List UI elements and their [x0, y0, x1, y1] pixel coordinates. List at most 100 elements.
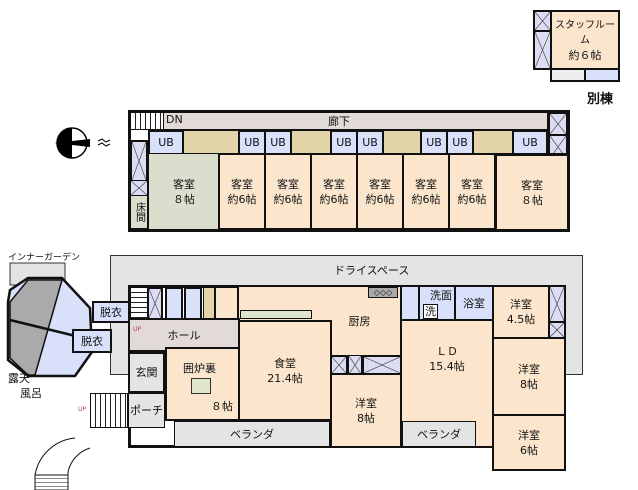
stairs[interactable]	[130, 287, 148, 320]
outdoor-bath-plan	[6, 262, 94, 490]
closet	[533, 30, 552, 70]
up-label: UP	[133, 326, 142, 333]
porch: ポーチ	[128, 393, 165, 428]
room-name: 浴室	[463, 296, 485, 310]
room-name: 洋室	[510, 298, 532, 311]
room-name: 客室	[277, 177, 299, 191]
room-name: 客室	[323, 177, 345, 191]
annex-label: 別棟	[587, 92, 614, 107]
closet	[362, 355, 402, 375]
room-size: 約６帖	[568, 48, 602, 62]
room-name: ポーチ	[130, 404, 163, 417]
unit-bath: UB	[512, 130, 548, 155]
room-name: 客室	[521, 178, 543, 192]
tokonoma-label: 床間	[133, 202, 145, 222]
room-name: 客室	[173, 177, 195, 191]
irori-room: 囲炉裏 ８帖	[165, 347, 240, 421]
room-size: 8帖	[520, 377, 538, 391]
toilet	[165, 287, 183, 320]
washer-icon: 洗	[423, 304, 438, 319]
unit-bath: UB	[330, 130, 358, 155]
room-size: 約6帖	[365, 192, 395, 206]
hearth	[191, 378, 211, 394]
ub-label: UB	[452, 136, 468, 149]
corridor: 廊下	[130, 112, 548, 130]
unit-bath: UB	[264, 130, 292, 155]
corridor-label: 廊下	[328, 114, 350, 128]
room-name: 洗面	[430, 289, 452, 302]
closet	[130, 140, 148, 182]
outdoor-bath-label-2: 風呂	[20, 387, 42, 400]
guest-room-6: 客室約6帖	[402, 153, 450, 230]
room-size: ８帖	[173, 192, 195, 206]
room-size: 4.5帖	[506, 313, 536, 326]
unit-bath: UB	[238, 130, 266, 155]
north-arrow-icon	[54, 127, 111, 159]
bathroom: 浴室	[454, 285, 494, 321]
room-name: 洋室	[518, 428, 540, 442]
room-name: ＬＤ	[436, 344, 458, 358]
stove-icon: ◇◇◇	[368, 287, 398, 298]
guest-room-3: 客室約6帖	[264, 153, 312, 230]
veranda-label: ベランダ	[417, 427, 461, 441]
unit-bath: UB	[356, 130, 384, 155]
staff-room: スタッフルーム 約６帖	[550, 10, 620, 70]
room-name: 厨房	[348, 314, 371, 328]
ub-label: UB	[244, 136, 260, 149]
room-name: 玄関	[135, 366, 158, 379]
room-size: ８帖	[521, 193, 543, 207]
closet	[330, 355, 348, 375]
tokonoma: 床間	[130, 195, 148, 229]
room-name: 囲炉裏	[183, 362, 216, 375]
dry-space-label: ドライスペース	[334, 264, 410, 277]
closet	[548, 321, 566, 339]
room-size: 約6帖	[411, 192, 441, 206]
entry-stairs[interactable]	[90, 393, 128, 428]
veranda-right: ベランダ	[402, 421, 476, 447]
room-size: 6帖	[520, 443, 538, 457]
storage	[203, 287, 215, 320]
ub-label: UB	[522, 136, 538, 149]
ub-label: UB	[158, 136, 174, 149]
ub-label: UB	[336, 136, 352, 149]
guest-room-7: 客室約6帖	[448, 153, 496, 230]
room-size: 約6帖	[319, 192, 349, 206]
room-name: 客室	[461, 177, 483, 191]
dressing-room-1: 脱衣	[92, 301, 130, 323]
room-name: 客室	[231, 177, 253, 191]
dressing-room-2: 脱衣	[72, 329, 112, 353]
room-size: 21.4帖	[267, 371, 303, 385]
veranda-label: ベランダ	[230, 427, 274, 441]
washroom: 洗面 洗	[418, 285, 456, 321]
western-room-b: 洋室 4.5帖	[492, 285, 550, 339]
closet	[548, 112, 568, 136]
room-name: 食堂	[274, 356, 296, 370]
room-name: 客室	[369, 177, 391, 191]
entry	[550, 68, 586, 82]
unit-bath: UB	[446, 130, 474, 155]
hall: ホール	[128, 318, 240, 352]
room-name: 客室	[415, 177, 437, 191]
toilet	[584, 68, 620, 82]
room-size: 約6帖	[273, 192, 303, 206]
room-name: 脱衣	[81, 334, 103, 348]
toilet	[400, 285, 420, 321]
passage	[215, 287, 239, 320]
room-name: 脱衣	[100, 305, 122, 319]
unit-bath: UB	[148, 130, 184, 155]
ub-label: UB	[362, 136, 378, 149]
stairs[interactable]	[130, 112, 164, 130]
stairs-down-label: DN	[166, 113, 183, 126]
closet	[548, 285, 566, 323]
guest-room-4: 客室約6帖	[310, 153, 358, 230]
room-name: 洋室	[518, 362, 540, 376]
veranda-left: ベランダ	[174, 421, 330, 447]
outdoor-bath-label-1: 露天	[8, 372, 30, 385]
room-name: ホール	[167, 328, 201, 342]
ub-label: UB	[426, 136, 442, 149]
room-size: ８帖	[211, 400, 233, 413]
room-size: 8帖	[357, 411, 375, 425]
